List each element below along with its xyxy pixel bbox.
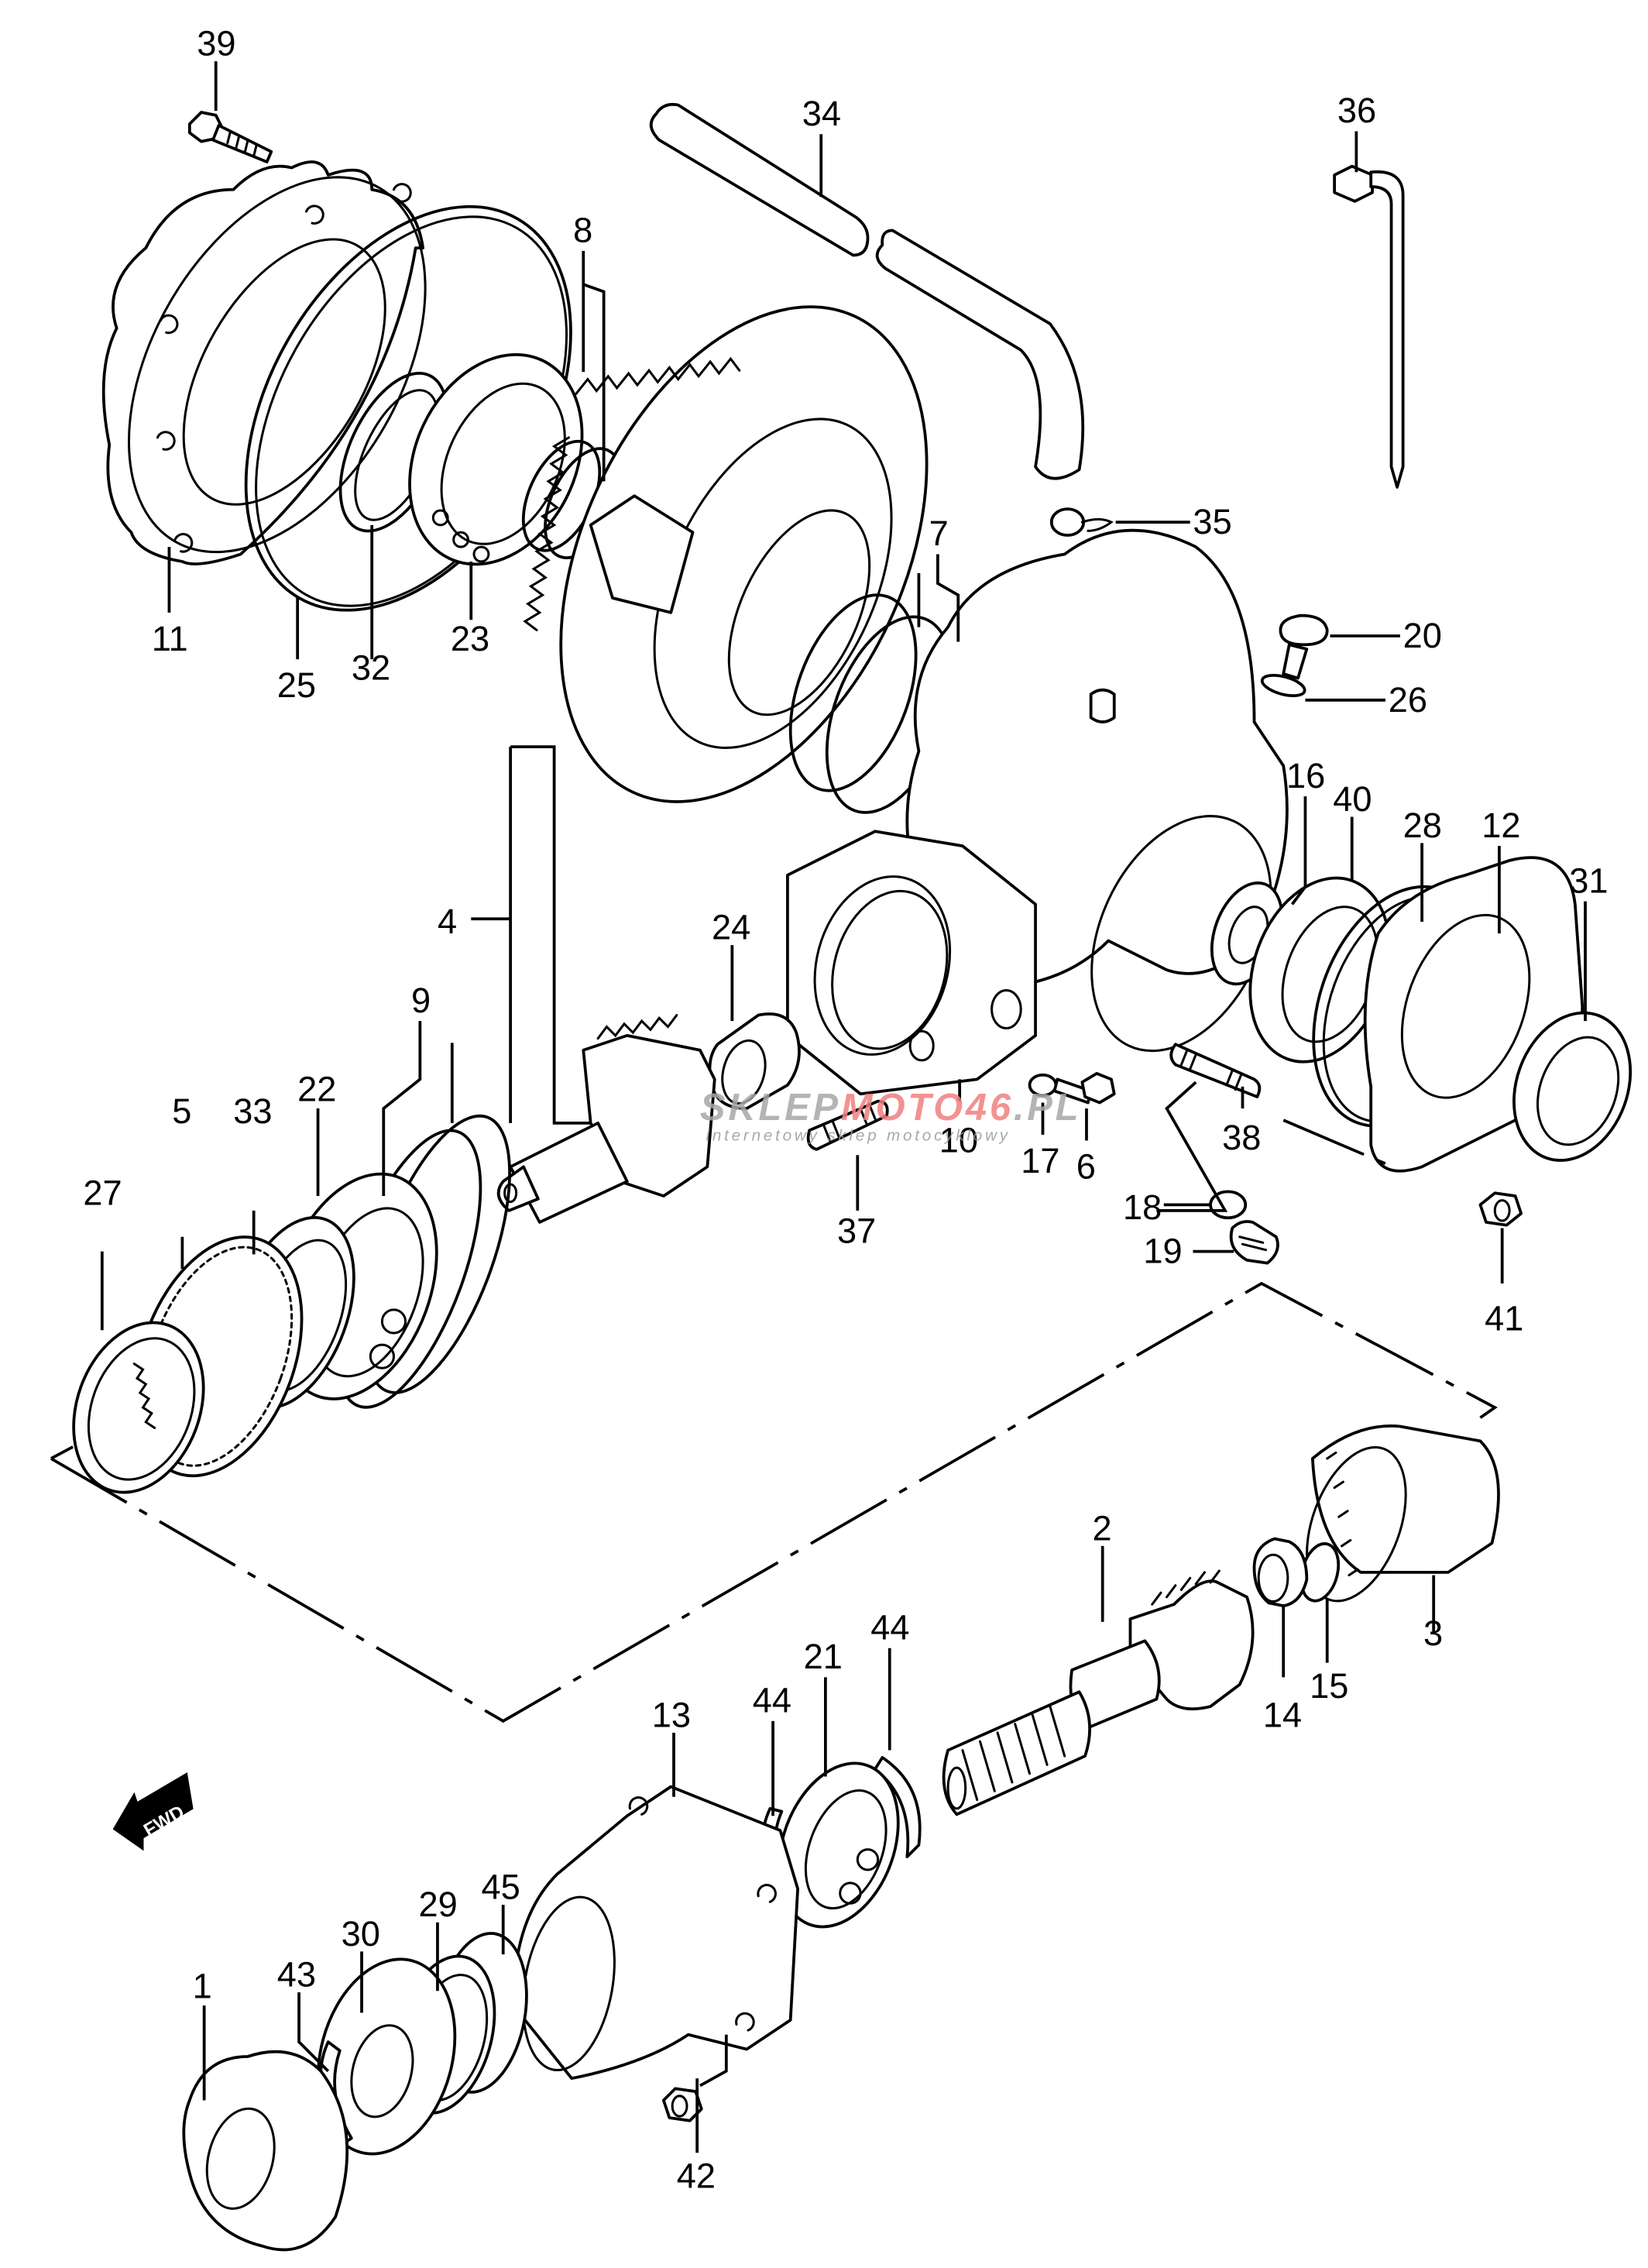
callout-15[interactable]: 15 (1310, 1666, 1348, 1706)
callout-36[interactable]: 36 (1337, 91, 1376, 130)
stud-38[interactable] (1169, 1043, 1262, 1098)
callout-6[interactable]: 6 (1076, 1146, 1096, 1186)
callout-26[interactable]: 26 (1389, 680, 1427, 720)
callout-42[interactable]: 42 (677, 2156, 716, 2195)
callout-45[interactable]: 45 (481, 1868, 520, 1907)
gasket-26[interactable] (1260, 672, 1306, 699)
output-shaft-2[interactable] (942, 1569, 1255, 1816)
watermark: SKLEPMOTO46.PL internetowy sklep motocyk… (700, 1087, 1081, 1144)
callout-37[interactable]: 37 (837, 1211, 876, 1250)
callout-22[interactable]: 22 (297, 1070, 336, 1109)
callout-12[interactable]: 12 (1481, 806, 1520, 845)
callout-44a[interactable]: 44 (870, 1607, 909, 1647)
callout-30[interactable]: 30 (342, 1914, 380, 1954)
callout-19[interactable]: 19 (1143, 1232, 1182, 1271)
nut-14[interactable] (1252, 1537, 1309, 1608)
cover-11[interactable] (67, 125, 486, 603)
callout-17[interactable]: 17 (1021, 1141, 1059, 1180)
callout-18[interactable]: 18 (1123, 1187, 1162, 1227)
race-27[interactable] (51, 1304, 226, 1510)
bearing-23[interactable] (377, 326, 615, 593)
watermark-part-2: MOTO (841, 1087, 966, 1129)
gear-case-10[interactable] (786, 528, 1306, 1096)
callout-4[interactable]: 4 (438, 902, 457, 941)
ring-gear-4[interactable] (487, 249, 1000, 860)
callout-labels: 39 34 36 8 35 7 11 25 32 23 20 26 16 40 … (83, 24, 1608, 2196)
callout-16[interactable]: 16 (1286, 756, 1325, 796)
assembly-boundary-line (50, 1281, 1498, 1723)
stud-37[interactable] (806, 1099, 889, 1151)
callout-1[interactable]: 1 (193, 1967, 212, 2006)
callout-27[interactable]: 27 (83, 1173, 122, 1212)
callout-8[interactable]: 8 (573, 211, 592, 250)
callout-39[interactable]: 39 (197, 24, 235, 64)
callout-11[interactable]: 11 (152, 619, 188, 658)
nut-41[interactable] (1478, 1191, 1523, 1227)
callout-2[interactable]: 2 (1093, 1508, 1112, 1548)
watermark-tagline: internetowy sklep motocyklowy (706, 1126, 1010, 1144)
callout-10[interactable]: 10 (939, 1121, 978, 1160)
watermark-part-3: 46 (965, 1087, 1014, 1129)
bolt-6[interactable] (1052, 1071, 1116, 1105)
callout-31[interactable]: 31 (1569, 861, 1608, 900)
flange-1[interactable] (182, 2050, 349, 2252)
seal-30[interactable] (297, 1943, 476, 2169)
nut-42[interactable] (661, 2087, 703, 2122)
callout-9[interactable]: 9 (411, 981, 431, 1020)
callout-40[interactable]: 40 (1333, 779, 1372, 819)
leader-lines (100, 61, 1587, 2153)
hose-clip-35[interactable] (1049, 507, 1114, 537)
bolt-39[interactable] (187, 111, 273, 163)
callout-5[interactable]: 5 (172, 1091, 191, 1131)
callout-7[interactable]: 7 (929, 514, 949, 553)
callout-13[interactable]: 13 (652, 1695, 691, 1734)
callout-20[interactable]: 20 (1403, 616, 1442, 655)
bolt-20[interactable] (1279, 613, 1329, 680)
callout-34[interactable]: 34 (802, 94, 841, 133)
forward-arrow-icon: FWD (112, 1772, 194, 1851)
oil-seal-31[interactable] (1494, 996, 1648, 1177)
callout-38[interactable]: 38 (1222, 1118, 1261, 1157)
callout-14[interactable]: 14 (1263, 1695, 1302, 1734)
centerline-right (1282, 1119, 1394, 1169)
callout-35[interactable]: 35 (1193, 502, 1231, 541)
bearing-21[interactable] (757, 1747, 919, 1943)
breather-hose-34[interactable] (649, 102, 1085, 480)
callout-29[interactable]: 29 (418, 1885, 457, 1924)
callout-28[interactable]: 28 (1403, 806, 1442, 845)
callout-3[interactable]: 3 (1423, 1613, 1443, 1653)
svg-text:SKLEPMOTO46.PL: SKLEPMOTO46.PL (700, 1087, 1081, 1129)
callout-43[interactable]: 43 (277, 1955, 316, 1995)
dipstick-36[interactable] (1333, 164, 1405, 489)
housing-13[interactable] (510, 1785, 799, 2081)
watermark-part-4: .PL (1014, 1087, 1081, 1129)
callout-24[interactable]: 24 (712, 908, 750, 947)
callout-23[interactable]: 23 (451, 619, 489, 658)
callout-44b[interactable]: 44 (753, 1681, 791, 1720)
watermark-part-1: SKLEP (700, 1087, 841, 1129)
callout-21[interactable]: 21 (804, 1637, 843, 1676)
drain-plug-19[interactable] (1229, 1220, 1279, 1265)
pinion-gear-4[interactable] (496, 1014, 716, 1224)
callout-41[interactable]: 41 (1485, 1298, 1523, 1338)
gear-3[interactable] (1288, 1424, 1500, 1614)
callout-25[interactable]: 25 (277, 665, 316, 705)
callout-32[interactable]: 32 (352, 648, 390, 687)
callout-33[interactable]: 33 (233, 1091, 272, 1131)
